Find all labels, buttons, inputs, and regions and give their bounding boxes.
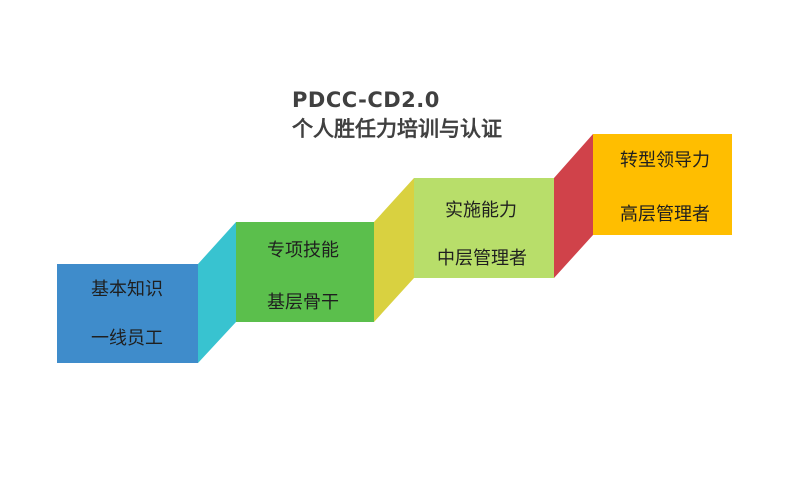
step-2-box <box>236 222 374 322</box>
step-4-box <box>593 134 732 235</box>
step-3-connector <box>554 134 616 278</box>
step-4-role: 高层管理者 <box>620 204 710 225</box>
step-1-connector <box>198 222 259 363</box>
diagram-subtitle: 个人胜任力培训与认证 <box>292 117 502 141</box>
step-3-role: 中层管理者 <box>437 248 527 269</box>
step-1-competency: 基本知识 <box>91 279 163 300</box>
step-2-competency: 专项技能 <box>267 240 339 261</box>
step-2-connector <box>374 178 437 322</box>
step-3: 实施能力 中层管理者 <box>414 178 554 278</box>
step-3-competency: 实施能力 <box>445 200 517 221</box>
step-1-role: 一线员工 <box>91 328 163 349</box>
step-3-box <box>414 178 554 278</box>
diagram-title: PDCC-CD2.0 <box>292 88 440 112</box>
step-4: 转型领导力 高层管理者 <box>593 134 732 235</box>
step-4-competency: 转型领导力 <box>620 150 710 171</box>
step-1-box <box>57 264 198 363</box>
step-2-role: 基层骨干 <box>267 292 339 313</box>
step-1: 基本知识 一线员工 <box>57 264 198 363</box>
step-2: 专项技能 基层骨干 <box>236 222 374 322</box>
